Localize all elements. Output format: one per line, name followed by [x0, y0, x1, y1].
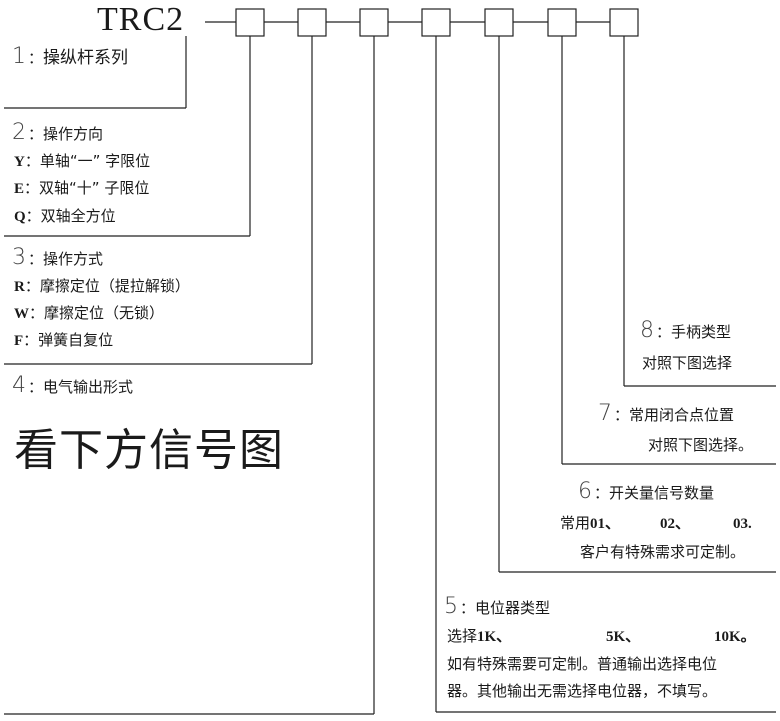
- section-3-heading: 3：操作方式: [12, 245, 104, 270]
- section-6-heading: 6：开关量信号数量: [578, 479, 715, 504]
- code-box-5: [421, 8, 451, 37]
- section-5-desc-line-2: 器。其他输出无需选择电位器，不填写。: [447, 682, 718, 700]
- section-3-option-f: F：弹簧自复位: [14, 331, 114, 350]
- model-prefix-title: TRC2: [97, 1, 185, 38]
- code-box-7: [547, 8, 577, 37]
- section-5-desc-line-1: 如有特殊需要可定制。普通输出选择电位: [447, 655, 718, 673]
- section-6-option-02: 02、: [660, 516, 691, 532]
- section-7-desc: 对照下图选择。: [648, 436, 754, 454]
- code-box-8: [609, 8, 639, 37]
- section-7-heading: 7：常用闭合点位置: [598, 401, 735, 426]
- section-6-options: 常用01、: [560, 514, 621, 533]
- signal-diagram-note: 看下方信号图: [14, 425, 284, 476]
- section-5-options: 选择1K、: [447, 627, 512, 646]
- section-3-option-w: W：摩擦定位（无锁）: [14, 304, 165, 323]
- section-5-heading: 5：电位器类型: [444, 594, 551, 619]
- section-1-heading: 1：操纵杆系列: [12, 44, 129, 69]
- section-3-option-r: R：摩擦定位（提拉解锁）: [14, 277, 190, 296]
- section-2-heading: 2：操作方向: [12, 120, 104, 145]
- code-box-6: [484, 8, 514, 37]
- code-box-4: [359, 8, 389, 37]
- section-2-option-q: Q：双轴全方位: [14, 207, 116, 226]
- section-2-option-e: E：双轴“十” 子限位: [14, 179, 150, 198]
- section-5-option-10k: 10K。: [714, 629, 756, 645]
- code-box-2: [235, 8, 265, 37]
- section-5-option-5k: 5K、: [606, 629, 641, 645]
- code-box-3: [297, 8, 327, 37]
- section-6-desc: 客户有特殊需求可定制。: [580, 543, 746, 561]
- section-4-heading: 4：电气输出形式: [12, 373, 134, 398]
- section-8-desc: 对照下图选择: [642, 354, 733, 372]
- section-2-option-y: Y：单轴“一” 字限位: [14, 152, 151, 171]
- section-8-heading: 8：手柄类型: [640, 318, 732, 343]
- section-6-option-03: 03.: [733, 516, 752, 532]
